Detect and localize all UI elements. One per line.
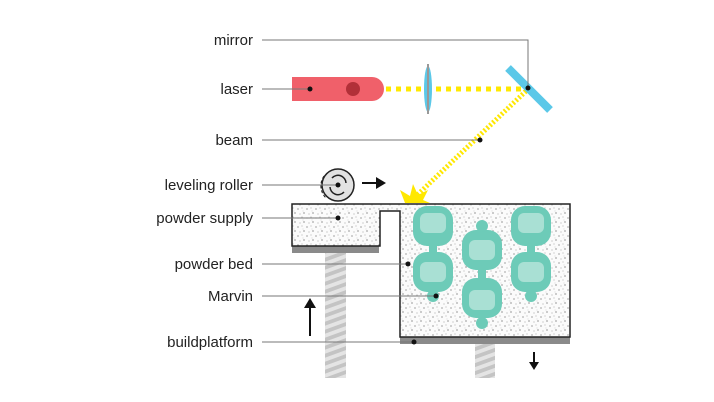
leader-lines: [262, 39, 529, 343]
supply-screw: [325, 253, 346, 378]
rotate-icon: [329, 174, 347, 196]
arrow-up-icon: [304, 298, 316, 336]
label-buildplatform: buildplatform: [167, 334, 253, 351]
supply-platform: [292, 246, 379, 253]
buildplatform: [400, 337, 570, 344]
leader-dots: [307, 85, 531, 345]
marvin: [462, 220, 502, 329]
marvin-parts: [413, 206, 551, 329]
marvin: [413, 206, 453, 302]
bed-screw: [475, 344, 495, 378]
laser-aperture: [346, 82, 360, 96]
label-mirror: mirror: [214, 32, 253, 49]
arrow-down-icon: [529, 352, 539, 370]
laser-body: [292, 77, 384, 101]
label-laser: laser: [220, 81, 253, 98]
label-beam: beam: [215, 132, 253, 149]
label-powder-supply: powder supply: [156, 210, 253, 227]
label-leveling-roller: leveling roller: [165, 177, 253, 194]
label-powder-bed: powder bed: [175, 256, 253, 273]
arrow-right-icon: [362, 177, 386, 189]
spark-icon: [400, 184, 430, 203]
label-marvin: Marvin: [208, 288, 253, 305]
marvin: [511, 206, 551, 302]
